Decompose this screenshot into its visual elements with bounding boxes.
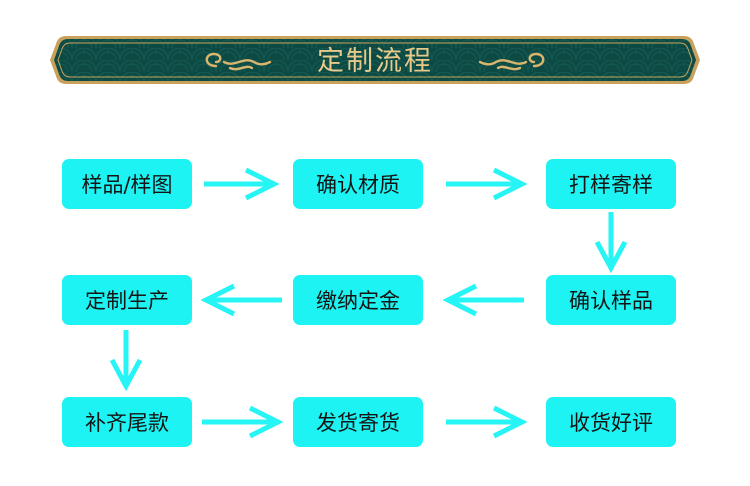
step-box: 补齐尾款 [62,397,192,447]
step-label: 定制生产 [85,289,169,313]
step-label: 缴纳定金 [316,289,400,313]
step-box: 收货好评 [546,397,676,447]
step-label: 发货寄货 [316,411,400,435]
step-label: 打样寄样 [569,173,653,197]
arrow-left-1 [442,283,524,317]
arrow-right-4 [446,405,528,439]
step-box: 发货寄货 [293,397,423,447]
step-label: 补齐尾款 [85,411,169,435]
step-box: 样品/样图 [62,159,192,209]
step-label: 样品/样图 [81,173,173,197]
step-label: 确认材质 [316,173,400,197]
arrow-down-2 [109,330,143,392]
cloud-scroll-icon [205,52,272,71]
arrow-down-1 [594,212,628,274]
step-box: 确认材质 [293,159,423,209]
arrow-left-2 [200,283,282,317]
arrow-right-1 [204,167,280,201]
step-label: 收货好评 [569,411,653,435]
step-box: 缴纳定金 [293,275,423,325]
step-label: 确认样品 [569,289,653,313]
arrow-right-3 [202,405,284,439]
step-box: 定制生产 [62,275,192,325]
page-title: 定制流程 [317,46,433,77]
step-box: 确认样品 [546,275,676,325]
step-box: 打样寄样 [546,159,676,209]
arrow-right-2 [446,167,528,201]
header-banner [50,36,700,84]
cloud-scroll-icon [478,52,545,71]
